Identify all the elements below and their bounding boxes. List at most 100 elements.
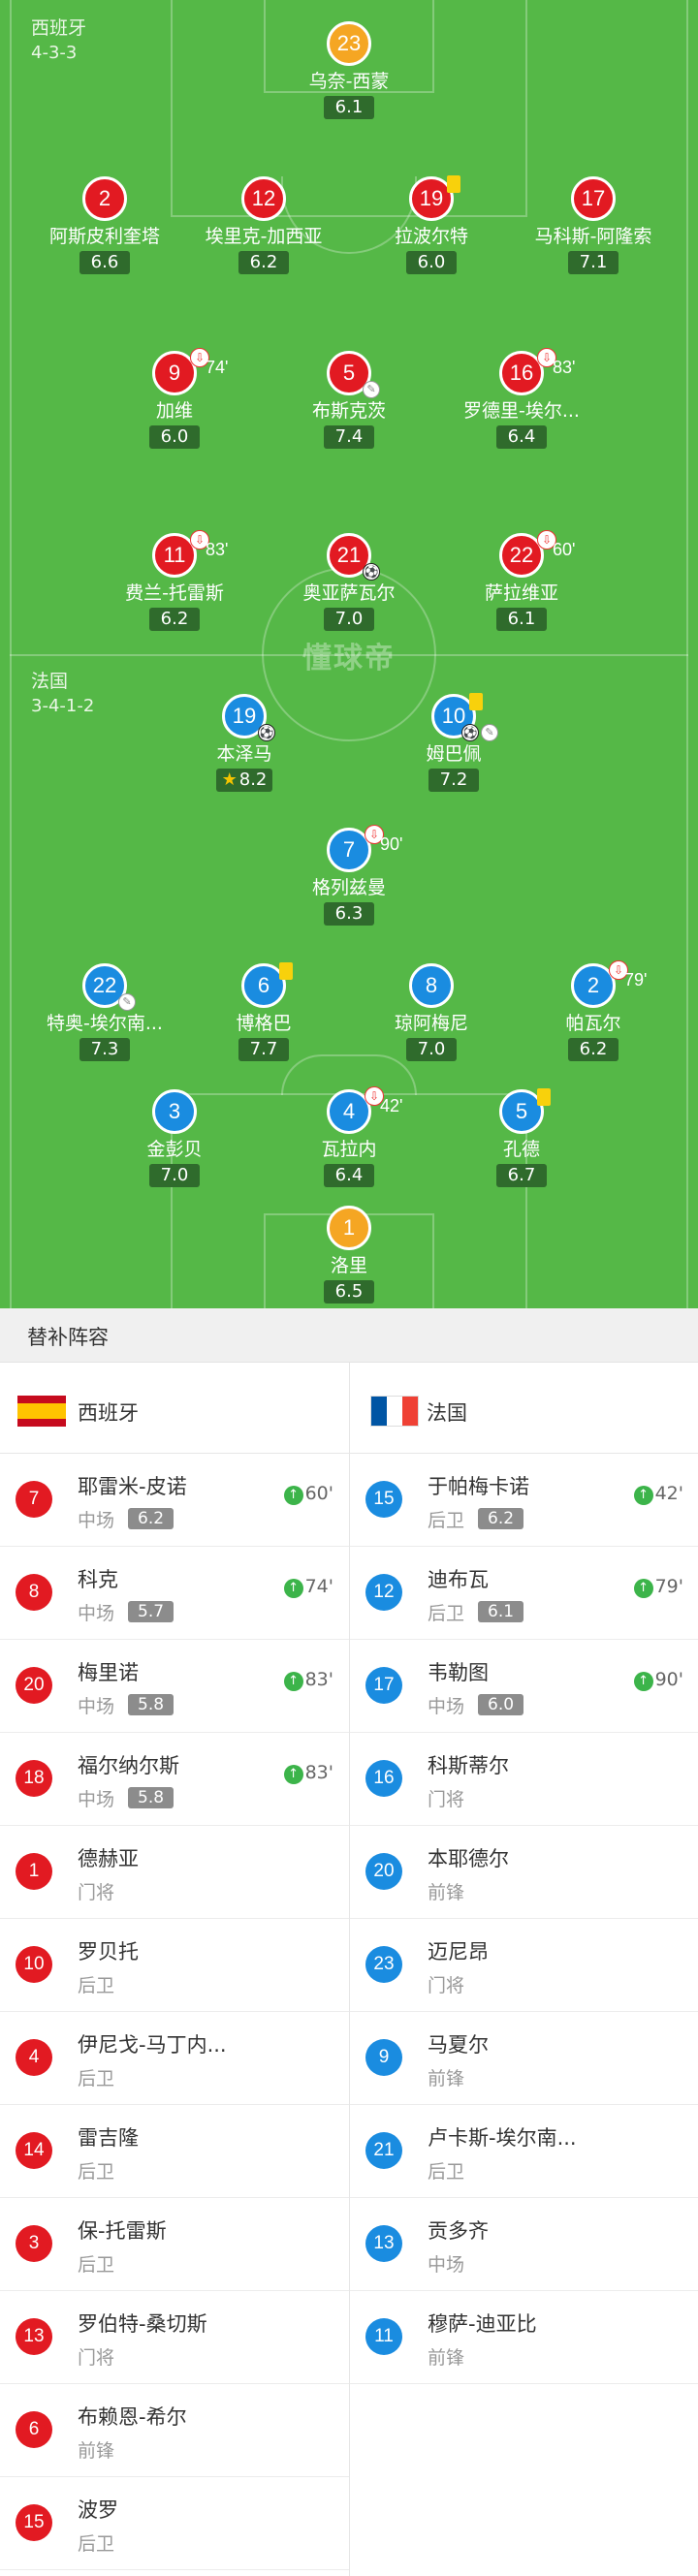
sub-player-position: 前锋 — [428, 2068, 465, 2089]
subs-home-team-name: 西班牙 — [78, 1401, 139, 1425]
sub-number-badge: 11 — [365, 2318, 402, 2355]
subs-title: 替补阵容 — [27, 1326, 109, 1349]
player-name: 姆巴佩 — [426, 743, 482, 765]
player-marker[interactable]: 19⚽本泽马★8.2 — [147, 694, 341, 792]
player-rating-value: 6.0 — [160, 426, 189, 447]
player-marker[interactable]: 22✎特奥-埃尔南...7.3 — [8, 963, 202, 1061]
subs-away-team-header: 法国 — [349, 1363, 698, 1454]
player-rating-value: 7.3 — [90, 1039, 119, 1059]
sub-number-badge: 21 — [365, 2132, 402, 2169]
player-number-badge: 3 — [152, 1089, 197, 1134]
sub-number-badge: 1 — [16, 1853, 52, 1890]
player-rating: 6.7 — [496, 1164, 547, 1187]
sub-in-minute: 60' — [304, 1483, 333, 1504]
sub-in-minute: 90' — [654, 1669, 683, 1690]
sub-player-name: 迪布瓦 — [428, 1568, 489, 1591]
player-name: 格列兹曼 — [311, 877, 386, 898]
player-number-badge: 6 — [241, 962, 293, 1008]
player-number-badge: 12 — [241, 176, 286, 221]
player-rating: 6.3 — [324, 902, 374, 926]
sub-in-time: ↑90' — [633, 1669, 683, 1691]
subs-home-team-header: 西班牙 — [0, 1363, 349, 1454]
sub-in-arrow-icon: ↑ — [633, 1486, 653, 1505]
sub-out-icon: ⇩ — [190, 348, 209, 367]
player-number-badge: 19⚽ — [222, 694, 275, 741]
sub-in-time: ↑42' — [633, 1483, 683, 1505]
player-number: 21 — [336, 543, 362, 567]
player-rating: 7.2 — [428, 769, 479, 792]
sub-number-badge: 4 — [16, 2039, 52, 2076]
sub-player-name: 罗贝托 — [78, 1940, 139, 1963]
player-rating: 7.0 — [324, 608, 374, 631]
sub-number-badge: 12 — [365, 1574, 402, 1611]
sub-number-badge: 15 — [365, 1481, 402, 1518]
player-rating-value: 7.0 — [417, 1039, 446, 1059]
player-name: 洛里 — [330, 1255, 367, 1276]
sub-in-arrow-icon: ↑ — [283, 1765, 303, 1784]
sub-player-position: 后卫 — [78, 2161, 115, 2183]
player-number: 2 — [587, 973, 600, 997]
player-rating-value: 7.1 — [579, 252, 608, 272]
sub-player-rating: 5.7 — [128, 1601, 174, 1622]
player-rating-value: 6.3 — [334, 903, 364, 924]
player-number-badge: 1 — [327, 1206, 371, 1250]
player-number-badge: 23 — [327, 21, 371, 66]
sub-out-minute: 90' — [380, 834, 403, 854]
sub-player-rating: 6.2 — [478, 1508, 524, 1529]
player-rating-value: 6.2 — [579, 1039, 608, 1059]
player-rating: 6.1 — [324, 96, 374, 119]
player-number-badge: 22⇩60' — [499, 530, 575, 578]
sub-player-name: 科克 — [78, 1568, 118, 1591]
sub-in-time: ↑83' — [283, 1762, 333, 1784]
player-number: 3 — [168, 1099, 181, 1123]
sub-out-minute: 74' — [206, 358, 229, 377]
player-name: 罗德里-埃尔... — [463, 400, 580, 422]
player-marker[interactable]: 16⇩83'罗德里-埃尔...6.4 — [425, 348, 619, 449]
player-number: 22 — [92, 973, 117, 997]
player-rating-value: 6.6 — [90, 252, 119, 272]
player-rating: 6.4 — [496, 425, 547, 449]
